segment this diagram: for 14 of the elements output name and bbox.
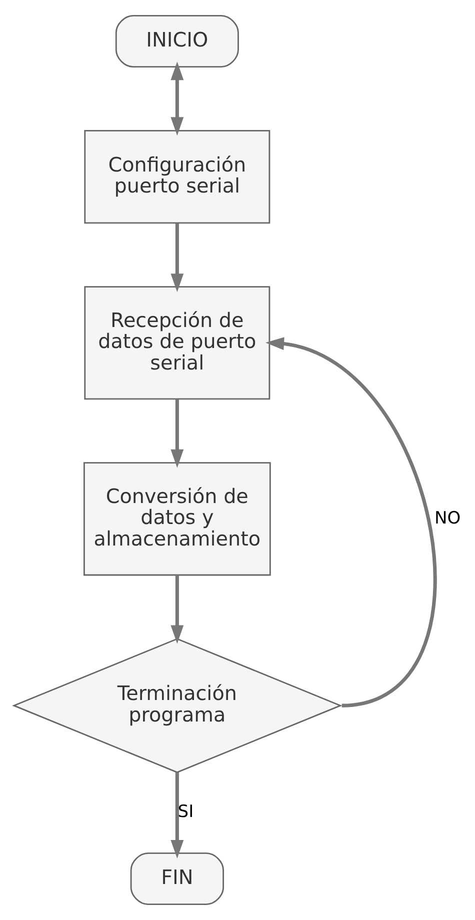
edge-label: NO (434, 508, 461, 528)
node-box: Conversión de datos y almacenamiento (83, 462, 271, 576)
node-box: INICIO (115, 14, 239, 68)
arrow (170, 399, 184, 468)
arrow (170, 223, 184, 292)
edge-label: SI (178, 802, 194, 822)
node-box: Configuración puerto serial (84, 130, 270, 224)
node-box: Recepción de datos de puerto serial (84, 286, 270, 400)
arrow (170, 772, 184, 859)
arrow (170, 574, 184, 644)
arrow (170, 62, 184, 136)
node-diamond: Terminación programa (12, 638, 342, 774)
node-box: FIN (130, 852, 224, 906)
arrow (266, 337, 437, 708)
